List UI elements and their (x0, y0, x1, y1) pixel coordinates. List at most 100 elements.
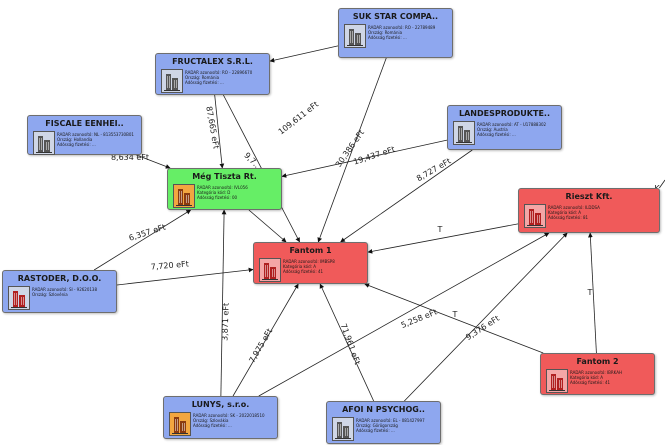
edge-fantom2-fantom1 (364, 283, 544, 354)
edge-label: T (452, 310, 458, 319)
node-title: LANDESPRODUKTE.. (458, 109, 550, 118)
building-icon (524, 204, 546, 228)
node-info-line: Adósság fizetési: ... (185, 80, 224, 85)
node-afoi[interactable]: AFOI N PSYCHOG.. RADAR azonosító: EL - 08… (326, 401, 441, 444)
building-icon (453, 121, 475, 145)
edge-fructalex-meg (214, 94, 225, 169)
edge-afoi-rieszt (404, 232, 568, 402)
building-icon (344, 24, 366, 48)
node-title: Fantom 2 (576, 357, 619, 366)
edge-lunys-rieszt (258, 232, 550, 397)
node-info-line: RADAR azonosító: IMBSP8 (283, 259, 335, 264)
edge-label: 9,376 eFt (464, 314, 501, 342)
node-info-line: Adósság fizetési: 41 (283, 269, 324, 274)
node-lunys[interactable]: LUNYS, s.r.o. RADAR azonosító: SK - 20220… (163, 396, 278, 439)
node-title: Még Tiszta Rt. (192, 172, 257, 181)
node-info-line: Adósság fizetési: ... (368, 35, 407, 40)
edge-label: 9,7.. (242, 151, 261, 170)
node-title: LUNYS, s.r.o. (191, 400, 250, 409)
edge-lunys-meg (220, 209, 227, 397)
edge-sukstar-fructalex (269, 45, 339, 63)
node-info-line: RADAR azonosító: ILDDSA (548, 205, 600, 210)
building-icon (173, 184, 195, 208)
node-info-line: Adósság fizetési: ... (477, 132, 516, 137)
node-title: SUK STAR COMPA.. (352, 12, 439, 21)
node-info-line: Adósság fizetési: 81 (548, 215, 589, 220)
node-info-line: RADAR azonosító: AT - U17888302 (477, 122, 547, 127)
node-info-line: Ország: Románia (368, 30, 403, 35)
node-info-line: Adósság fizetési: ... (193, 423, 232, 428)
node-info-line: Ország: Austria (477, 127, 508, 132)
building-icon (259, 258, 281, 282)
edge-lunys-fantom1 (232, 283, 299, 397)
node-info-line: RADAR azonosító: EL - 081427997 (356, 418, 425, 423)
node-info-line: Kategória kód: A (283, 264, 317, 269)
edge-fantom2-rieszt (587, 232, 597, 354)
node-info-line: RADAR azonosító: IBRKAH (570, 370, 622, 375)
node-info-line: RADAR azonosító: SI - 92620138 (32, 287, 98, 292)
edge-label: 7,975 eFt (247, 327, 274, 365)
node-info-line: Ország: Szlovákia (193, 418, 229, 423)
edge-label: 19,437 eFt (352, 145, 396, 167)
node-info-line: Adósság fizetési: 00 (197, 195, 238, 200)
node-fructalex[interactable]: FRUCTALEX S.R.L. RADAR azonosító: RO - 22… (155, 53, 270, 95)
node-info-line: RADAR azonosító: IVL056 (197, 185, 248, 190)
node-info-line: Adósság fizetési: ... (57, 142, 96, 147)
edge-label: 5,258 eFt (400, 307, 439, 330)
node-title: RASTODER, D.O.O. (17, 274, 102, 283)
edge-rastoder-meg (93, 209, 192, 271)
edge-label: T (587, 288, 593, 297)
edge-label: 6,357 eFt (128, 222, 167, 242)
building-icon (332, 417, 354, 441)
node-info-line: Kategória kód: D (197, 190, 231, 195)
node-info-line: Adósság fizetési: ... (356, 428, 395, 433)
edge-rastoder-fantom1 (116, 267, 254, 286)
edge-afoi-fantom1 (319, 283, 375, 402)
node-info-line: Ország: Görögország (356, 423, 398, 428)
edge-rieszt-offscreen (659, 179, 665, 189)
edge-label: 109,611 eFt (277, 100, 321, 137)
node-title: FRUCTALEX S.R.L. (172, 57, 253, 66)
edge-label: 8,727 eFt (415, 156, 453, 183)
node-info-line: Adósság fizetési: 41 (570, 380, 611, 385)
node-title: Rieszt Kft. (565, 192, 613, 201)
node-info-line: RADAR azonosító: NL - 813553730B01 (57, 132, 134, 137)
building-icon (8, 286, 30, 310)
building-icon (546, 369, 568, 393)
edge-fiscale-meg (136, 154, 171, 169)
node-info-line: RADAR azonosító: RO - 22896670 (185, 70, 253, 75)
node-landes[interactable]: LANDESPRODUKTE.. RADAR azonosító: AT - U1… (447, 105, 562, 150)
edge-landes-fantom1 (340, 149, 473, 243)
node-info-line: Kategória kód: A (570, 375, 604, 380)
building-icon (33, 131, 55, 155)
node-info-line: Kategória kód: A (548, 210, 582, 215)
edge-label: 3,871 eFt (220, 303, 230, 341)
node-rastoder[interactable]: RASTODER, D.O.O. RADAR azonosító: SI - 92… (2, 270, 117, 313)
edge-meg-fantom1 (248, 209, 287, 243)
node-title: AFOI N PSYCHOG.. (342, 405, 425, 414)
edge-label: 7,720 eFt (150, 259, 189, 271)
node-fiscale[interactable]: FISCALE EENHEI..RADAR azonosító: NL - 81… (27, 115, 142, 155)
edge-sukstar-fantom1 (317, 57, 387, 243)
node-info-line: RADAR azonosító: SK - 2022018510 (193, 413, 265, 418)
edge-label: 71,961 eFt (339, 322, 362, 366)
node-sukstar[interactable]: SUK STAR COMPA.. RADAR azonosító: RO - 22… (338, 8, 453, 58)
edge-label: 8,634 eFt (111, 153, 149, 162)
edge-rieszt-fantom1 (367, 223, 519, 254)
node-info-line: Ország: Hollandia (57, 137, 93, 142)
edge-landes-meg (281, 139, 448, 178)
